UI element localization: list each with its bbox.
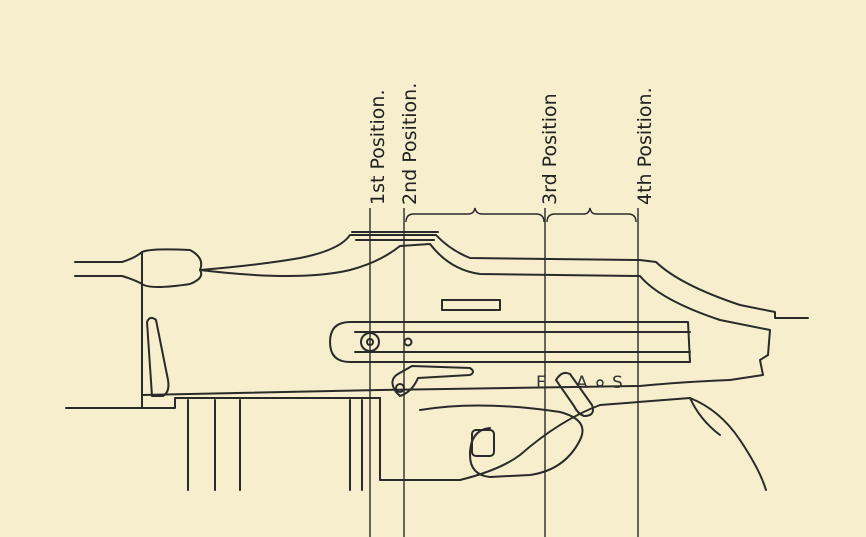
selector-mark-safe: S (612, 373, 623, 393)
pin (403, 337, 413, 347)
selector-mark-auto: A (576, 373, 588, 393)
selector-lever (555, 371, 594, 417)
sight-lever (146, 316, 170, 397)
position-label-3: 3rd Position (539, 93, 561, 205)
brace-2-3 (405, 207, 545, 223)
selector-mark-fire: F (536, 373, 546, 393)
position-label-4: 4th Position. (634, 87, 656, 205)
trigger (471, 429, 495, 457)
trigger-linkage (391, 365, 474, 397)
receiver-top (141, 234, 809, 319)
top-cover (351, 231, 439, 241)
position-label-2: 2nd Position. (399, 83, 421, 205)
bolt-track (329, 321, 691, 363)
grip-edge (689, 397, 721, 436)
trigger-guard (379, 397, 767, 491)
brace-3-4 (546, 207, 637, 223)
position-label-1: 1st Position. (367, 90, 389, 206)
ejection-slot (441, 299, 501, 311)
selector-dot (596, 379, 604, 387)
position-lines (369, 208, 639, 537)
pivot-pin (360, 332, 380, 352)
pivot-pin-center (366, 338, 374, 346)
linkage-pin (395, 383, 405, 393)
barrel (74, 251, 143, 285)
receiver-top-inner (141, 243, 771, 381)
magazine (187, 399, 363, 491)
receiver-body (65, 251, 731, 409)
trigger-guard-inner (419, 404, 584, 478)
